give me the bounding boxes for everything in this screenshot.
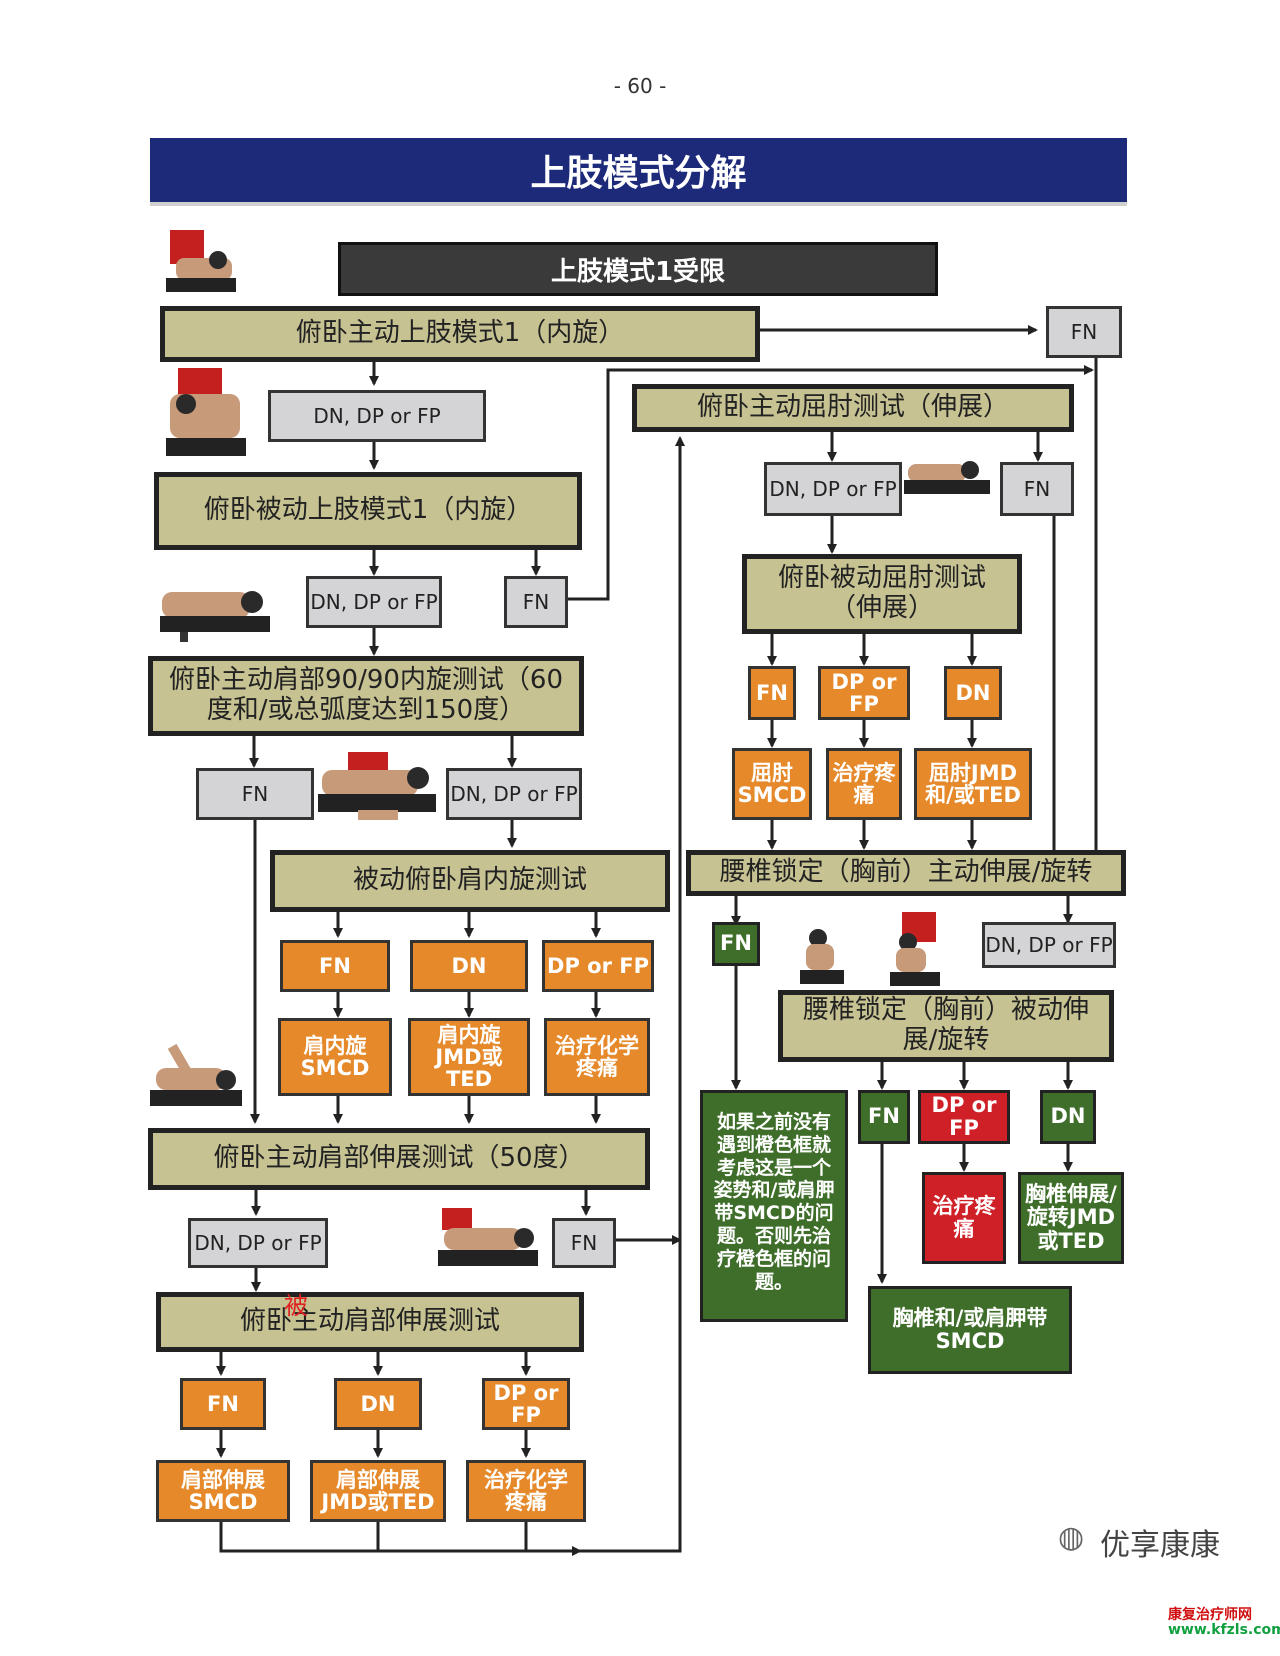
node-passive-elbow-dn: DN bbox=[944, 666, 1002, 720]
photo-7 bbox=[438, 1208, 540, 1274]
node-shoulder-ext-fn: FN bbox=[180, 1378, 266, 1430]
node-shoulder-9090-dn: DN, DP or FP bbox=[446, 768, 582, 820]
node-passive-pattern1: 俯卧被动上肢模式1（内旋） bbox=[154, 472, 582, 550]
node-shoulder-ext-smcd: 肩部伸展SMCD bbox=[156, 1460, 290, 1522]
node-active-shoulder-ext: 俯卧主动肩部伸展测试（50度） bbox=[148, 1128, 650, 1190]
node-passive-pattern1-fn: FN bbox=[504, 576, 568, 628]
node-lumbar-lock-active-dn: DN, DP or FP bbox=[982, 922, 1116, 968]
node-passive-elbow-dp: DP or FP bbox=[818, 666, 910, 720]
page-number: - 60 - bbox=[613, 74, 667, 98]
node-shoulder-ir-jmd: 肩内旋JMD或TED bbox=[408, 1018, 530, 1096]
node-passive-shoulder-ir-dp: DP or FP bbox=[542, 940, 654, 992]
photo-1 bbox=[166, 230, 238, 296]
node-shoulder-ext-jmd: 肩部伸展JMD或TED bbox=[310, 1460, 446, 1522]
node-lumbar-lock-passive-dn: DN bbox=[1040, 1090, 1096, 1144]
photo-3 bbox=[160, 582, 270, 644]
node-passive-shoulder-ir-fn: FN bbox=[280, 940, 390, 992]
node-elbow-smcd: 屈肘SMCD bbox=[732, 748, 812, 820]
node-thoracic-smcd: 胸椎和/或肩胛带SMCD bbox=[868, 1286, 1072, 1374]
watermark-brand: 优享康康 bbox=[1100, 1528, 1220, 1563]
node-passive-shoulder-ir-dn: DN bbox=[410, 940, 528, 992]
node-shoulder-ir-smcd: 肩内旋SMCD bbox=[278, 1018, 392, 1096]
node-passive-elbow-fn: FN bbox=[748, 666, 796, 720]
node-elbow-pain: 治疗疼痛 bbox=[826, 748, 902, 820]
node-thoracic-pain: 治疗疼痛 bbox=[922, 1172, 1006, 1264]
node-lumbar-lock-active: 腰椎锁定（胸前）主动伸展/旋转 bbox=[686, 850, 1126, 896]
note-box: 如果之前没有遇到橙色框就考虑这是一个姿势和/或肩胛带SMCD的问题。否则先治疗橙… bbox=[700, 1090, 848, 1322]
pattern-header: 上肢模式1受限 bbox=[338, 242, 938, 296]
node-shoulder-ext-pain: 治疗化学疼痛 bbox=[466, 1460, 586, 1522]
node-lumbar-lock-active-fn: FN bbox=[712, 922, 760, 966]
node-thoracic-jmd: 胸椎伸展/旋转JMD或TED bbox=[1018, 1172, 1124, 1264]
node-lumbar-lock-passive-dp: DP or FP bbox=[918, 1090, 1010, 1144]
node-shoulder-ir-pain: 治疗化学疼痛 bbox=[544, 1018, 650, 1096]
node-shoulder-ext-dn: DN bbox=[334, 1378, 422, 1430]
wechat-icon: ◍ bbox=[1058, 1520, 1085, 1555]
node-shoulder-9090-fn: FN bbox=[196, 768, 314, 820]
node-active-shoulder-ext-fn: FN bbox=[552, 1218, 616, 1268]
node-shoulder-ext-dp: DP or FP bbox=[482, 1378, 570, 1430]
photo-9 bbox=[888, 912, 944, 988]
photo-4 bbox=[318, 752, 438, 824]
photo-8 bbox=[796, 926, 848, 988]
watermark-site-name: 康复治疗师网 bbox=[1168, 1607, 1252, 1623]
node-passive-elbow-flex: 俯卧被动屈肘测试（伸展） bbox=[742, 554, 1022, 634]
photo-5 bbox=[904, 458, 990, 500]
node-active-pattern1-dn: DN, DP or FP bbox=[268, 390, 486, 442]
photo-2 bbox=[166, 368, 248, 460]
photo-6 bbox=[150, 1040, 242, 1114]
node-active-elbow-flex-dn: DN, DP or FP bbox=[764, 462, 902, 516]
page-title: 上肢模式分解 bbox=[150, 138, 1127, 206]
node-lumbar-lock-passive: 腰椎锁定（胸前）被动伸展/旋转 bbox=[778, 990, 1114, 1062]
node-active-elbow-flex-fn: FN bbox=[1000, 462, 1074, 516]
node-active-pattern1-fn: FN bbox=[1046, 306, 1122, 358]
node-active-shoulder-ext-dn: DN, DP or FP bbox=[188, 1218, 328, 1268]
node-active-pattern1: 俯卧主动上肢模式1（内旋） bbox=[160, 306, 760, 362]
node-shoulder-ext-test: 俯卧主动肩部伸展测试 bbox=[156, 1292, 584, 1352]
node-passive-shoulder-ir: 被动俯卧肩内旋测试 bbox=[270, 850, 670, 912]
handwritten-correction: 被 bbox=[284, 1292, 308, 1320]
node-elbow-jmd: 屈肘JMD和/或TED bbox=[914, 748, 1032, 820]
node-shoulder-9090-ir: 俯卧主动肩部90/90内旋测试（60度和/或总弧度达到150度） bbox=[148, 656, 584, 736]
node-active-elbow-flex: 俯卧主动屈肘测试（伸展） bbox=[632, 384, 1074, 432]
node-lumbar-lock-passive-fn: FN bbox=[858, 1090, 910, 1144]
node-passive-pattern1-dn: DN, DP or FP bbox=[306, 576, 442, 628]
watermark-site-url: www.kfzls.com bbox=[1168, 1622, 1280, 1638]
